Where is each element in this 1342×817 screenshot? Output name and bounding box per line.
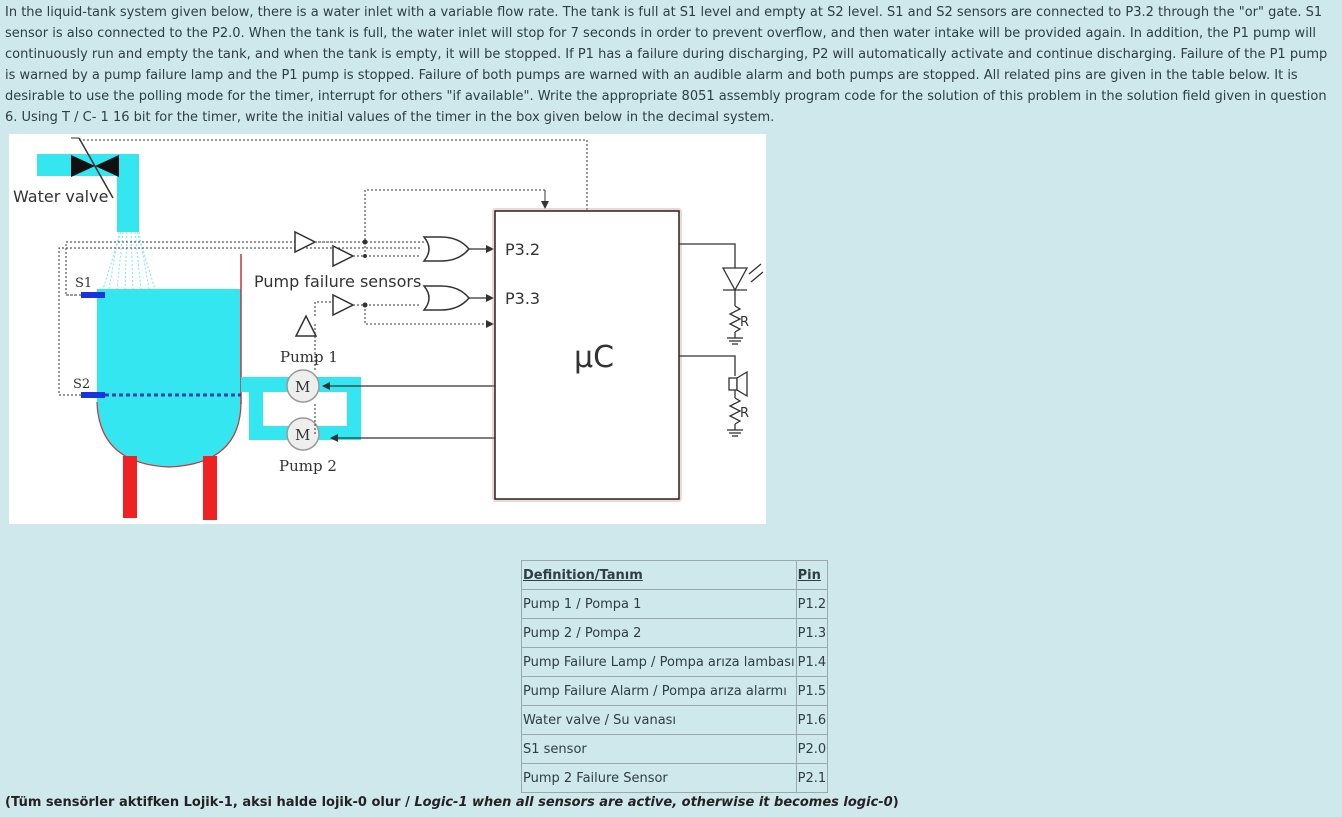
table-row: Water valve / Su vanası P1.6: [521, 705, 829, 735]
sensor-logic-footnote: (Tüm sensörler aktifken Lojik-1, aksi ha…: [5, 795, 899, 810]
microcontroller-box: [494, 210, 680, 500]
row-definition: Water valve / Su vanası: [521, 705, 797, 735]
failure-lamp-led: [679, 243, 764, 345]
table-row: Pump 1 / Pompa 1 P1.2: [521, 589, 829, 619]
pump1-label: Pump 1: [280, 348, 338, 366]
tank-leg-left: [123, 456, 137, 518]
or-gate-top: [422, 236, 470, 262]
tank-system-diagram: Water valve S1 S2: [9, 134, 766, 524]
pump2-motor: M: [286, 417, 320, 451]
pump-failure-sensors-label: Pump failure sensors: [254, 272, 421, 291]
tank-leg-right: [203, 456, 217, 520]
table-row: Pump 2 Failure Sensor P2.1: [521, 763, 829, 793]
row-definition: Pump 2 / Pompa 2: [521, 618, 797, 648]
s1-sensor: [81, 292, 105, 298]
row-definition: Pump Failure Alarm / Pompa arıza alarmı: [521, 676, 797, 706]
row-definition: Pump 1 / Pompa 1: [521, 589, 797, 619]
pin-table: Definition/Tanım Pin Pump 1 / Pompa 1 P1…: [521, 560, 829, 793]
row-definition: Pump 2 Failure Sensor: [521, 763, 797, 793]
s2-sensor: [81, 392, 105, 398]
microcontroller-label: µC: [574, 340, 614, 375]
row-pin: P1.2: [795, 589, 829, 619]
valve-feedback-wire: [79, 139, 588, 212]
row-pin: P1.3: [795, 618, 829, 648]
water-valve-icon: [71, 137, 119, 199]
logic-wiring: [314, 189, 545, 325]
row-pin: P1.5: [795, 676, 829, 706]
table-row: Pump 2 / Pompa 2 P1.3: [521, 618, 829, 648]
table-row: S1 sensor P2.0: [521, 734, 829, 764]
water-valve-label: Water valve: [13, 187, 108, 206]
row-pin: P2.1: [795, 763, 829, 793]
row-definition: Pump Failure Lamp / Pompa arıza lambası: [521, 647, 797, 677]
header-definition: Definition/Tanım: [521, 560, 797, 590]
svg-text:M: M: [295, 426, 310, 444]
port-p33-label: P3.3: [505, 289, 540, 308]
footnote-turkish: (Tüm sensörler aktifken Lojik-1, aksi ha…: [5, 795, 415, 810]
tank: [96, 254, 242, 468]
footnote-close: ): [892, 795, 899, 810]
row-pin: P2.0: [795, 734, 829, 764]
led-resistor-label: R: [740, 315, 749, 330]
header-pin: Pin: [795, 560, 829, 590]
pump2-label: Pump 2: [279, 457, 337, 475]
sensor-wiring: [58, 241, 424, 396]
table-row: Pump Failure Alarm / Pompa arıza alarmı …: [521, 676, 829, 706]
port-p32-label: P3.2: [505, 240, 540, 259]
pin-table-header: Definition/Tanım Pin: [521, 560, 829, 590]
table-row: Pump Failure Lamp / Pompa arıza lambası …: [521, 647, 829, 677]
row-pin: P1.4: [795, 647, 829, 677]
s2-label: S2: [73, 377, 90, 392]
failure-sensor-buffers: [294, 230, 355, 337]
svg-text:M: M: [295, 378, 310, 396]
pump1-motor: M: [286, 369, 320, 403]
question-text: In the liquid-tank system given below, t…: [5, 5, 1328, 125]
row-pin: P1.6: [795, 705, 829, 735]
footnote-english: Logic-1 when all sensors are active, oth…: [414, 795, 893, 810]
failure-alarm-speaker: [679, 355, 748, 437]
s1-label: S1: [75, 276, 92, 291]
alarm-resistor-label: R: [740, 406, 749, 421]
row-definition: S1 sensor: [521, 734, 797, 764]
water-spray: [102, 231, 156, 290]
or-gate-bottom: [422, 285, 470, 311]
